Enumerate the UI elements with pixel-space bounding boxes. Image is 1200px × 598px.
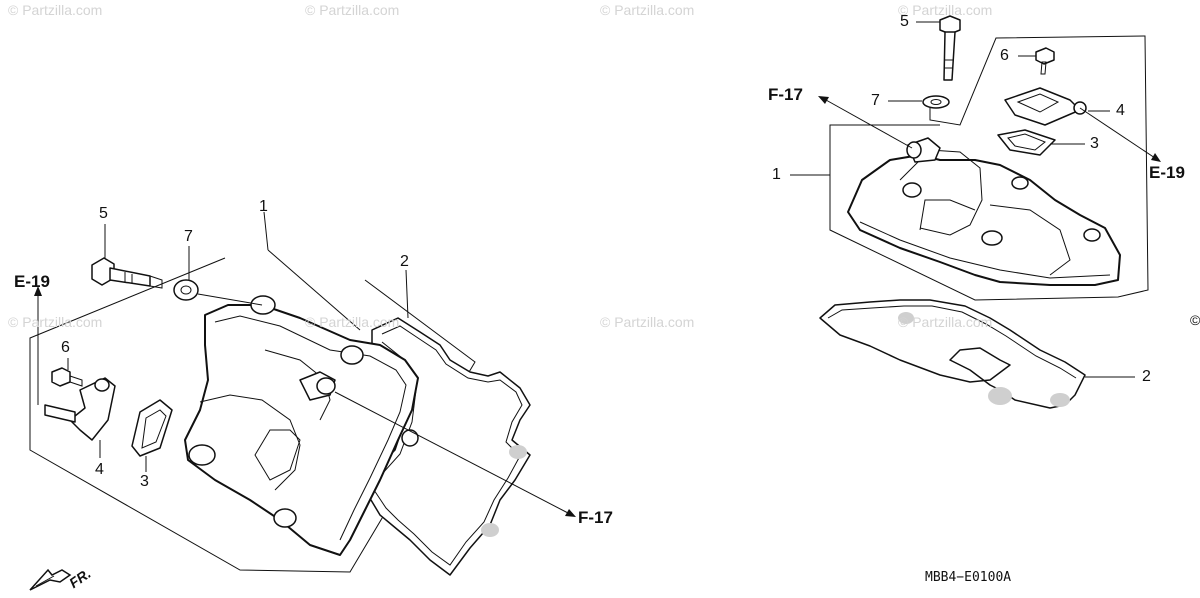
- watermark: © Partzilla.com: [600, 2, 695, 18]
- part-label-4: 4: [1116, 102, 1125, 119]
- part-label-2: 2: [1142, 368, 1151, 385]
- reference-f17[interactable]: F-17: [578, 508, 613, 527]
- watermark: © Partzilla.com: [305, 2, 400, 18]
- left-cover-boss: [188, 444, 216, 466]
- watermark: © Partzilla.com: [8, 2, 103, 18]
- copyright-edge-mark: ©: [1190, 312, 1200, 328]
- right-head-cover[interactable]: [847, 154, 1121, 286]
- part-label-3: 3: [140, 473, 149, 490]
- left-group-bracket: [29, 257, 476, 573]
- part-label-7: 7: [184, 228, 193, 245]
- right-washer[interactable]: [922, 95, 950, 109]
- right-view: [790, 15, 1161, 409]
- right-small-bolt[interactable]: [1035, 47, 1055, 75]
- part-label-6: 6: [61, 339, 70, 356]
- right-group-bracket: [829, 35, 1149, 301]
- part-label-5: 5: [900, 13, 909, 30]
- reference-f17[interactable]: F-17: [768, 85, 803, 104]
- watermark: © Partzilla.com: [600, 314, 695, 330]
- reference-e19[interactable]: E-19: [1149, 163, 1185, 182]
- diagram-code: MBB4−E0100A: [925, 570, 1012, 585]
- part-label-5: 5: [99, 205, 108, 222]
- left-head-cover[interactable]: [184, 304, 419, 556]
- reference-e19[interactable]: E-19: [14, 272, 50, 291]
- left-cover-boss: [340, 345, 364, 365]
- part-label-1: 1: [259, 198, 268, 215]
- left-cover-boss: [401, 429, 419, 447]
- left-bolt[interactable]: [91, 257, 163, 289]
- right-seal[interactable]: [997, 129, 1056, 156]
- right-bolt[interactable]: [939, 15, 961, 81]
- part-label-2: 2: [400, 253, 409, 270]
- left-seal[interactable]: [131, 399, 173, 457]
- left-breather-joint[interactable]: [44, 377, 116, 441]
- left-view: [29, 211, 576, 591]
- part-label-1: 1: [772, 166, 781, 183]
- part-label-4: 4: [95, 461, 104, 478]
- left-cover-boss: [250, 295, 276, 315]
- left-cover-boss: [273, 508, 297, 528]
- part-label-6: 6: [1000, 47, 1009, 64]
- right-breather-joint[interactable]: [1004, 87, 1087, 126]
- part-label-3: 3: [1090, 135, 1099, 152]
- watermark: © Partzilla.com: [305, 314, 400, 330]
- front-direction-arrow: [29, 568, 72, 591]
- watermark: © Partzilla.com: [898, 2, 993, 18]
- watermark: © Partzilla.com: [898, 314, 993, 330]
- part-label-7: 7: [871, 92, 880, 109]
- left-small-bolt[interactable]: [51, 367, 83, 387]
- left-washer[interactable]: [173, 279, 199, 301]
- watermark: © Partzilla.com: [8, 314, 103, 330]
